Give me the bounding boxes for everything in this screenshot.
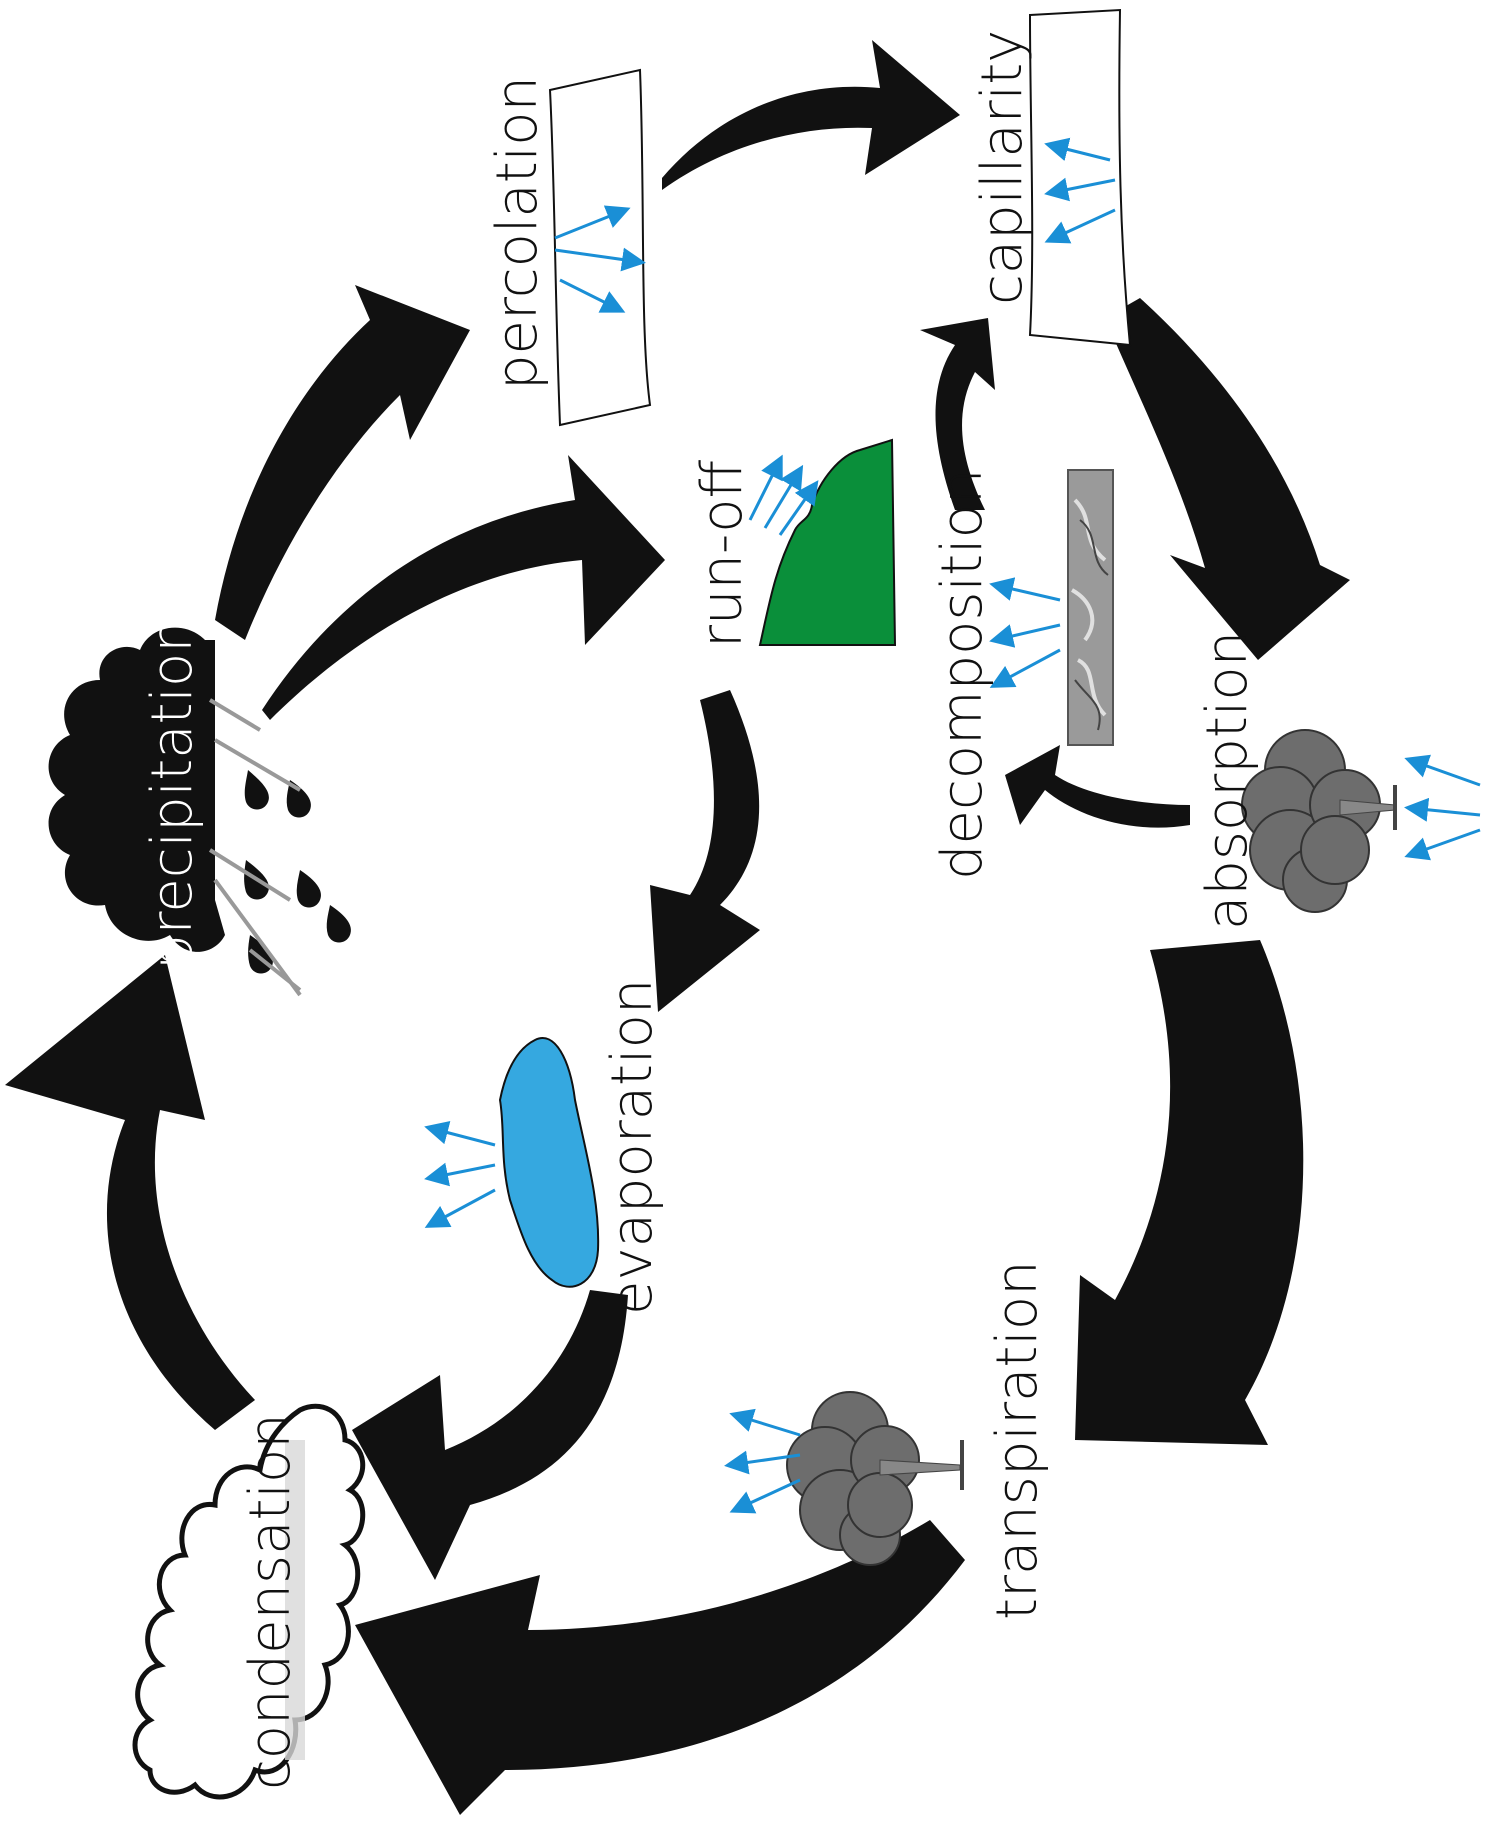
blue-arrow-icon — [1044, 208, 1116, 244]
blue-arrow-icon — [424, 1188, 496, 1228]
blue-arrow-icon — [989, 648, 1061, 688]
arrow-evaporation-to-condensation — [352, 1290, 628, 1580]
arrow-absorption-to-decomposition — [1005, 745, 1190, 828]
tree-icon — [724, 1391, 964, 1566]
arrow-percolation-to-capillarity — [662, 40, 960, 190]
blue-arrow-icon — [554, 247, 646, 272]
blue-arrow-icon — [424, 1120, 496, 1147]
blue-arrow-icon — [989, 577, 1061, 602]
puddle-icon — [424, 1037, 600, 1288]
blue-arrow-icon — [724, 1450, 801, 1475]
arrow-transpiration-to-condensation — [355, 1520, 965, 1815]
arrow-runoff-to-evaporation — [650, 690, 760, 1012]
blue-arrow-icon — [424, 1162, 496, 1187]
compost-icon — [989, 469, 1114, 746]
percolation-soil-strip — [548, 68, 652, 427]
arrow-condensation-to-precipitation — [5, 955, 255, 1430]
label-capillarity: capillarity — [970, 29, 1035, 305]
label-condensation: condensation — [238, 1413, 303, 1790]
tree-icon — [1241, 729, 1481, 913]
blue-arrow-icon — [1044, 137, 1111, 162]
arrow-absorption-to-transpiration — [1075, 940, 1304, 1445]
blue-arrow-icon — [1404, 797, 1481, 822]
blue-arrow-icon — [1044, 177, 1116, 202]
hill-icon — [748, 438, 897, 646]
cycle-arrows — [5, 40, 1350, 1815]
label-precipitation: precipitation — [140, 617, 205, 970]
arrow-precipitation-to-runoff — [262, 455, 665, 720]
arrow-decomposition-to-capillarity — [920, 318, 995, 510]
blue-arrow-icon — [778, 480, 819, 536]
blue-arrow-icon — [763, 464, 804, 529]
blue-arrow-icon — [559, 278, 626, 313]
label-decomposition: decomposition — [930, 468, 995, 880]
label-evaporation: evaporation — [600, 978, 665, 1315]
blue-arrow-icon — [1404, 828, 1481, 861]
arrow-capillarity-to-absorption — [1105, 298, 1350, 660]
blue-arrow-icon — [729, 1408, 801, 1437]
label-run-off: run-off — [690, 459, 755, 648]
blue-arrow-icon — [729, 1478, 801, 1514]
cloud-rain-icon — [48, 627, 351, 997]
label-percolation: percolation — [485, 76, 550, 390]
blue-arrow-icon — [989, 623, 1061, 648]
arrow-precipitation-to-percolation — [215, 285, 470, 640]
capillarity-soil-strip — [1028, 8, 1132, 347]
cloud-icon — [132, 1403, 366, 1800]
blue-arrow-icon — [748, 454, 783, 521]
label-transpiration: transpiration — [985, 1260, 1050, 1620]
blue-arrow-icon — [554, 205, 631, 240]
label-absorption: absorption — [1195, 630, 1260, 930]
blue-arrow-icon — [1404, 754, 1481, 787]
